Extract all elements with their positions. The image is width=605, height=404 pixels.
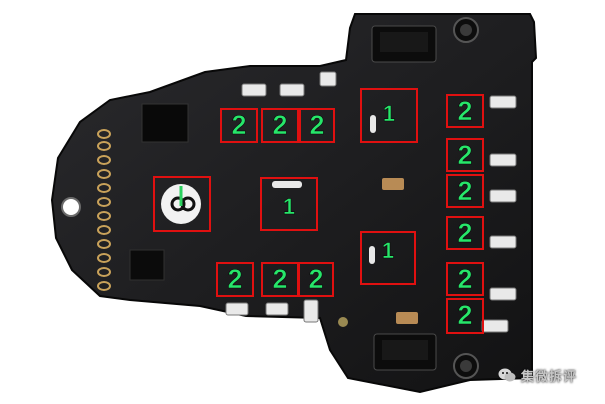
callout-label: 1 [382,101,396,126]
callout-mosfet-2: 2 [220,108,258,143]
callout-mosfet-2: 2 [446,262,484,296]
callout-label: 2 [457,218,473,249]
callout-label: 2 [231,110,247,141]
callout-label: 2 [457,176,473,207]
callout-mosfet-2: 2 [446,174,484,208]
callout-label: 2 [457,140,473,171]
watermark-text: 集微拆评 [521,369,578,385]
callout-chip-logo [153,176,211,232]
callout-chip-1-top: 1 [360,88,418,143]
callout-mosfet-2: 2 [298,262,334,297]
callout-label: 2 [457,264,473,295]
callout-label: 2 [272,264,288,295]
callout-label: 2 [308,264,324,295]
mounting-hole [61,197,81,217]
callout-mosfet-2: 2 [261,108,299,143]
callout-mosfet-2: 2 [446,216,484,250]
edge-pads [97,129,111,291]
resistors [225,71,517,333]
callout-mosfet-2: 2 [216,262,254,297]
callout-chip-1-bottom: 1 [360,231,416,285]
watermark: 集微拆评 [498,364,598,386]
callout-mosfet-2: 2 [261,262,299,297]
callout-label: 1 [381,238,395,263]
callout-label: 2 [457,96,473,127]
callout-label: 2 [309,110,325,141]
callout-label: 1 [282,194,296,219]
callout-label: 2 [457,300,473,331]
callout-mosfet-2: 2 [446,298,484,334]
callout-mosfet-2: 2 [299,108,335,143]
callout-label: 2 [272,110,288,141]
callout-mosfet-2: 2 [446,94,484,128]
callout-label: 2 [227,264,243,295]
wechat-icon [498,368,516,382]
callout-chip-1-center: 1 [260,177,318,231]
callout-mosfet-2: 2 [446,138,484,172]
